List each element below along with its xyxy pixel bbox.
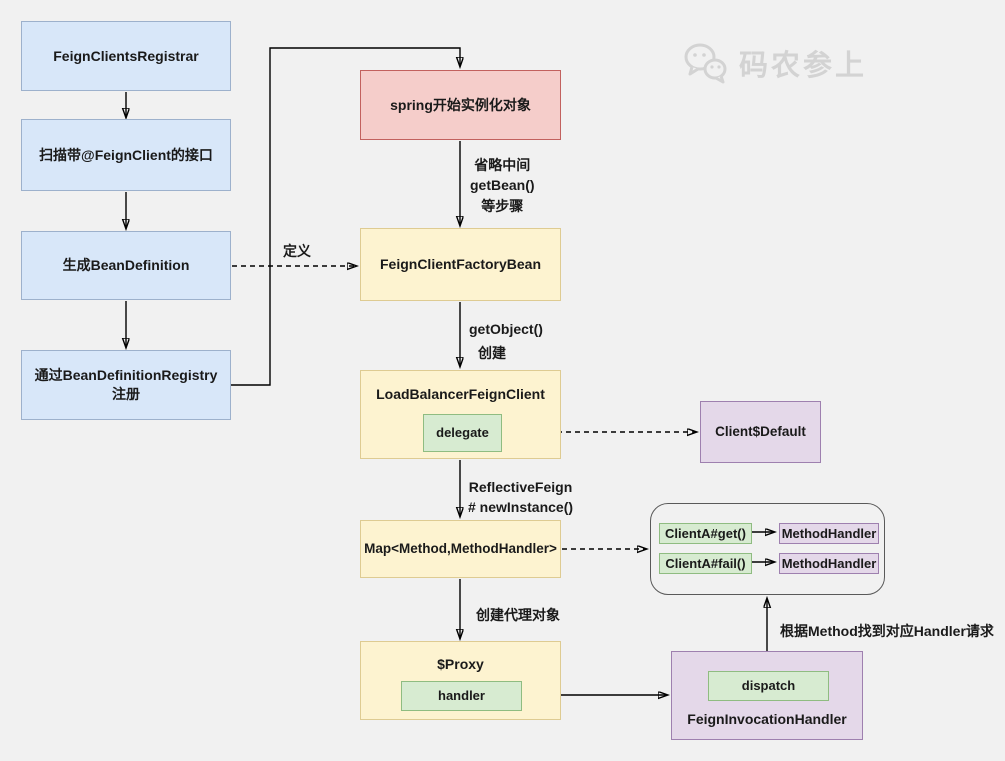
node-label-line1: 通过BeanDefinitionRegistry [34, 367, 218, 384]
edge-label-reflective-line1: ReflectiveFeign [468, 479, 573, 495]
watermark-text: 码农参上 [739, 50, 868, 82]
node-register-via-beandefinitionregistry: 通过BeanDefinitionRegistry 注册 [21, 350, 231, 420]
handler-table-group: ClientA#get() MethodHandler ClientA#fail… [650, 503, 885, 595]
handler-table-value: MethodHandler [779, 523, 879, 544]
field-delegate: delegate [423, 414, 502, 452]
handler-table-value-label: MethodHandler [781, 526, 877, 541]
edge-label-define: 定义 [283, 243, 311, 259]
node-label: FeignClientsRegistrar [53, 47, 199, 64]
node-label: Map<Method,MethodHandler> [364, 540, 557, 556]
field-label: delegate [436, 425, 489, 441]
node-feign-invocation-handler: dispatch FeignInvocationHandler [671, 651, 863, 740]
handler-table-key-label: ClientA#get() [665, 526, 746, 541]
node-feign-client-factory-bean: FeignClientFactoryBean [360, 228, 561, 301]
handler-table-key: ClientA#fail() [659, 553, 752, 574]
edge-label-create-proxy: 创建代理对象 [476, 607, 560, 623]
node-label: FeignInvocationHandler [687, 711, 847, 727]
node-generate-beandefinition: 生成BeanDefinition [21, 231, 231, 300]
node-label: $Proxy [437, 656, 484, 672]
edge-label-dispatch-note: 根据Method找到对应Handler请求 [780, 623, 994, 639]
wechat-icon [684, 43, 727, 84]
edge-label-reflective-line2: # newInstance() [468, 499, 574, 516]
handler-table-value: MethodHandler [779, 553, 879, 574]
handler-table-key: ClientA#get() [659, 523, 752, 544]
node-label: 生成BeanDefinition [62, 257, 190, 274]
node-label: LoadBalancerFeignClient [376, 386, 545, 402]
node-proxy: $Proxy handler [360, 641, 561, 720]
handler-table-value-label: MethodHandler [781, 556, 877, 571]
node-label: spring开始实例化对象 [390, 96, 531, 113]
field-label: dispatch [741, 678, 796, 694]
node-spring-instantiate: spring开始实例化对象 [360, 70, 561, 140]
field-handler: handler [401, 681, 522, 711]
edge-label-create: 创建 [478, 345, 506, 361]
node-feign-clients-registrar: FeignClientsRegistrar [21, 21, 231, 91]
watermark: 码农参上 [683, 42, 867, 84]
edge-label-skip-line1: 省略中间 [474, 157, 531, 173]
field-dispatch: dispatch [708, 671, 829, 701]
field-label: handler [438, 688, 485, 704]
edge-label-skip-line3: 等步骤 [481, 197, 524, 214]
node-scan-feignclient-interface: 扫描带@FeignClient的接口 [21, 119, 231, 191]
node-method-map: Map<Method,MethodHandler> [360, 520, 561, 578]
node-label: Client$Default [715, 423, 806, 439]
edge-label-skip-line2: getBean() [470, 177, 535, 194]
node-client-default: Client$Default [700, 401, 821, 463]
node-label-line2: 注册 [112, 386, 140, 402]
handler-table-key-label: ClientA#fail() [665, 556, 746, 571]
edge-label-getobject: getObject() [469, 321, 543, 337]
node-label: 扫描带@FeignClient的接口 [39, 146, 213, 163]
node-label: FeignClientFactoryBean [379, 256, 542, 273]
node-load-balancer-feign-client: LoadBalancerFeignClient delegate [360, 370, 561, 459]
